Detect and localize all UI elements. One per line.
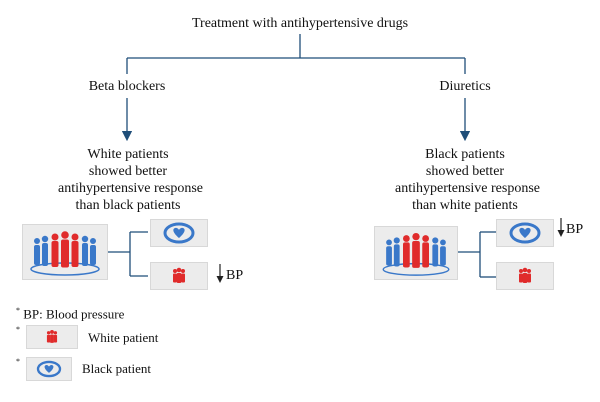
legend-black-patient-box [26, 357, 72, 381]
left-result-line-4: than black patients [75, 198, 181, 213]
left-black-patient-box [150, 219, 208, 247]
left-bp-down-arrow-icon [216, 264, 224, 283]
crowd-icon [382, 232, 450, 276]
white-patient-icon [519, 267, 531, 283]
right-result-line-4: than white patients [412, 198, 518, 213]
black-patient-icon [509, 222, 541, 244]
black-patient-icon [36, 360, 62, 378]
right-result-line-1: Black patients [425, 147, 505, 162]
white-patient-icon [46, 329, 58, 343]
right-result-line-2: showed better [425, 164, 505, 179]
left-bp-label: BP [226, 268, 244, 283]
legend-bp-note-text: BP: Blood pressure [23, 306, 125, 322]
right-black-patient-box [496, 219, 554, 247]
left-result-line-2: showed better [88, 164, 168, 179]
right-white-patient-box [496, 262, 554, 290]
legend-black-patient-label: Black patient [82, 361, 151, 376]
legend-bp-note: * BP: Blood pressure [16, 306, 124, 322]
left-result-text: White patients showed better antihyperte… [58, 146, 204, 214]
white-patient-icon [173, 267, 185, 283]
left-result-line-3: antihypertensive response [58, 181, 204, 196]
crowd-icon [30, 231, 100, 276]
right-drug-label: Diuretics [439, 79, 491, 94]
right-crowd-box [374, 226, 458, 280]
left-result-line-1: White patients [87, 147, 169, 162]
legend-marker-2: * [16, 325, 20, 334]
legend-white-patient-box [26, 325, 78, 349]
right-bp-label: BP [566, 222, 584, 237]
left-crowd-box [22, 224, 108, 280]
left-drug-label: Beta blockers [88, 79, 166, 94]
left-white-patient-box [150, 262, 208, 290]
diagram-title: Treatment with antihypertensive drugs [191, 16, 409, 31]
legend-marker-1: * [16, 306, 20, 315]
legend-white-patient-label: White patient [88, 330, 159, 345]
black-patient-icon [163, 222, 195, 244]
legend-marker-3: * [16, 357, 20, 366]
right-result-line-3: antihypertensive response [395, 181, 541, 196]
right-bp-down-arrow-icon [557, 218, 565, 237]
right-result-text: Black patients showed better antihyperte… [395, 146, 541, 214]
